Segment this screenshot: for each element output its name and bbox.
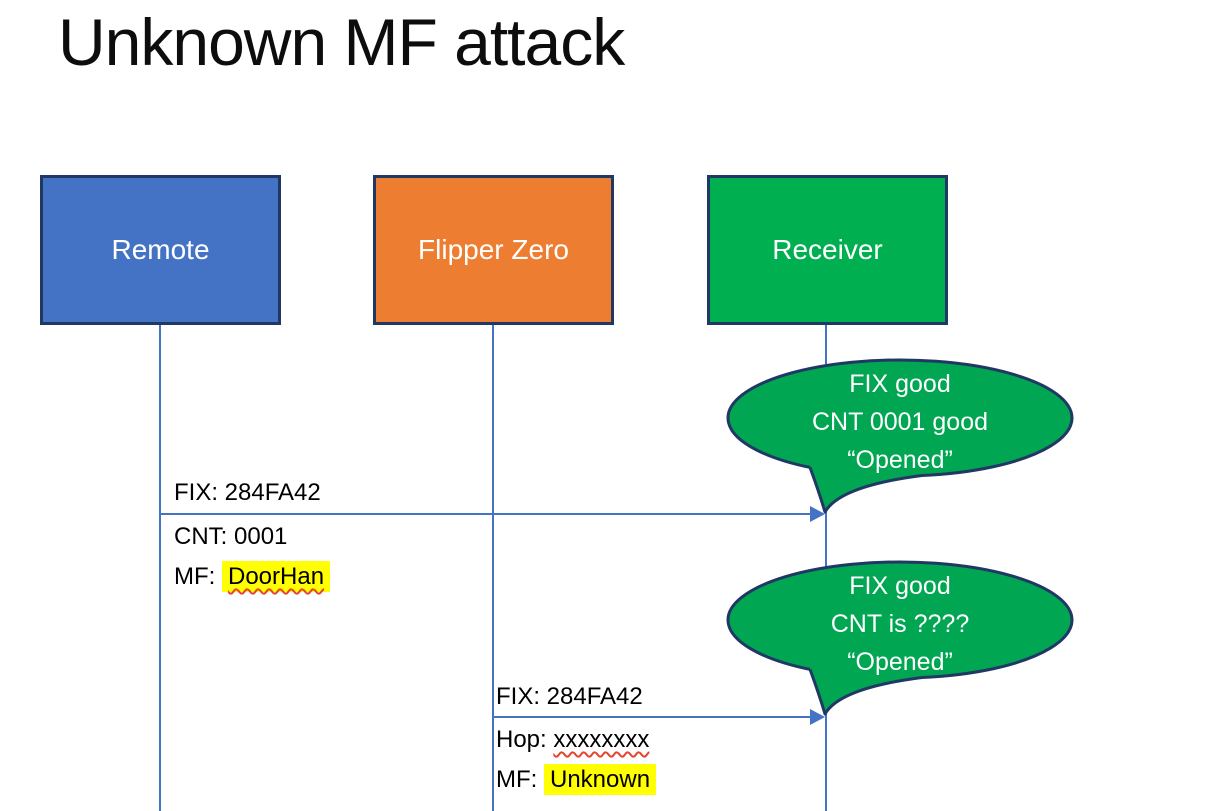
arrowhead-icon (810, 506, 825, 522)
speech-bubble-shape (726, 560, 1074, 716)
message-arrow-flipper-to-receiver (492, 716, 814, 718)
lifeline-flipper-zero (492, 325, 494, 811)
speech-bubble-2 (726, 560, 1074, 716)
bubble1-line2: CNT 0001 good (811, 408, 989, 436)
bubble2-line2: CNT is ???? (830, 610, 970, 638)
bubble2-line3: “Opened” (847, 648, 953, 676)
speech-bubble-1-text: FIX good CNT 0001 good “Opened” (722, 366, 1078, 478)
message2-label-above: FIX: 284FA42 (496, 683, 643, 710)
actor-box-flipper-zero: Flipper Zero (373, 175, 614, 325)
message1-mf-value-highlighted: DoorHan (222, 561, 331, 592)
speech-bubble-shape (726, 358, 1074, 514)
slide-title: Unknown MF attack (58, 5, 625, 79)
message2-mf-prefix: MF: (496, 766, 544, 793)
actor-label-remote: Remote (111, 234, 210, 265)
bubble1-line3: “Opened” (847, 446, 953, 474)
actor-box-remote: Remote (40, 175, 281, 325)
message2-mf-value-highlighted: Unknown (544, 764, 657, 795)
message2-hop-value: xxxxxxxx (553, 726, 650, 753)
message1-label-above: FIX: 284FA42 (174, 479, 321, 506)
bubble2-line1: FIX good (849, 572, 951, 600)
speech-bubble-1 (726, 358, 1074, 514)
message2-mf-line: MF: Unknown (496, 760, 657, 800)
actor-label-flipper-zero: Flipper Zero (418, 234, 569, 265)
speech-bubble-2-text: FIX good CNT is ???? “Opened” (722, 568, 1078, 680)
actor-label-receiver: Receiver (772, 234, 883, 265)
message1-mf-line: MF: DoorHan (174, 557, 331, 597)
message2-hop-prefix: Hop: (496, 726, 554, 753)
bubble1-line1: FIX good (849, 370, 951, 398)
actor-box-receiver: Receiver (707, 175, 948, 325)
message1-labels-below: CNT: 0001 MF: DoorHan (174, 517, 331, 597)
message1-cnt-text: CNT: 0001 (174, 523, 288, 550)
message2-hop-line: Hop: xxxxxxxx (496, 720, 656, 760)
message-arrow-remote-to-receiver (159, 513, 814, 515)
message1-cnt-line: CNT: 0001 (174, 517, 330, 557)
lifeline-remote (159, 325, 161, 811)
arrowhead-icon (810, 709, 825, 725)
message2-labels-below: Hop: xxxxxxxx MF: Unknown (496, 720, 657, 800)
message1-mf-prefix: MF: (174, 563, 222, 590)
